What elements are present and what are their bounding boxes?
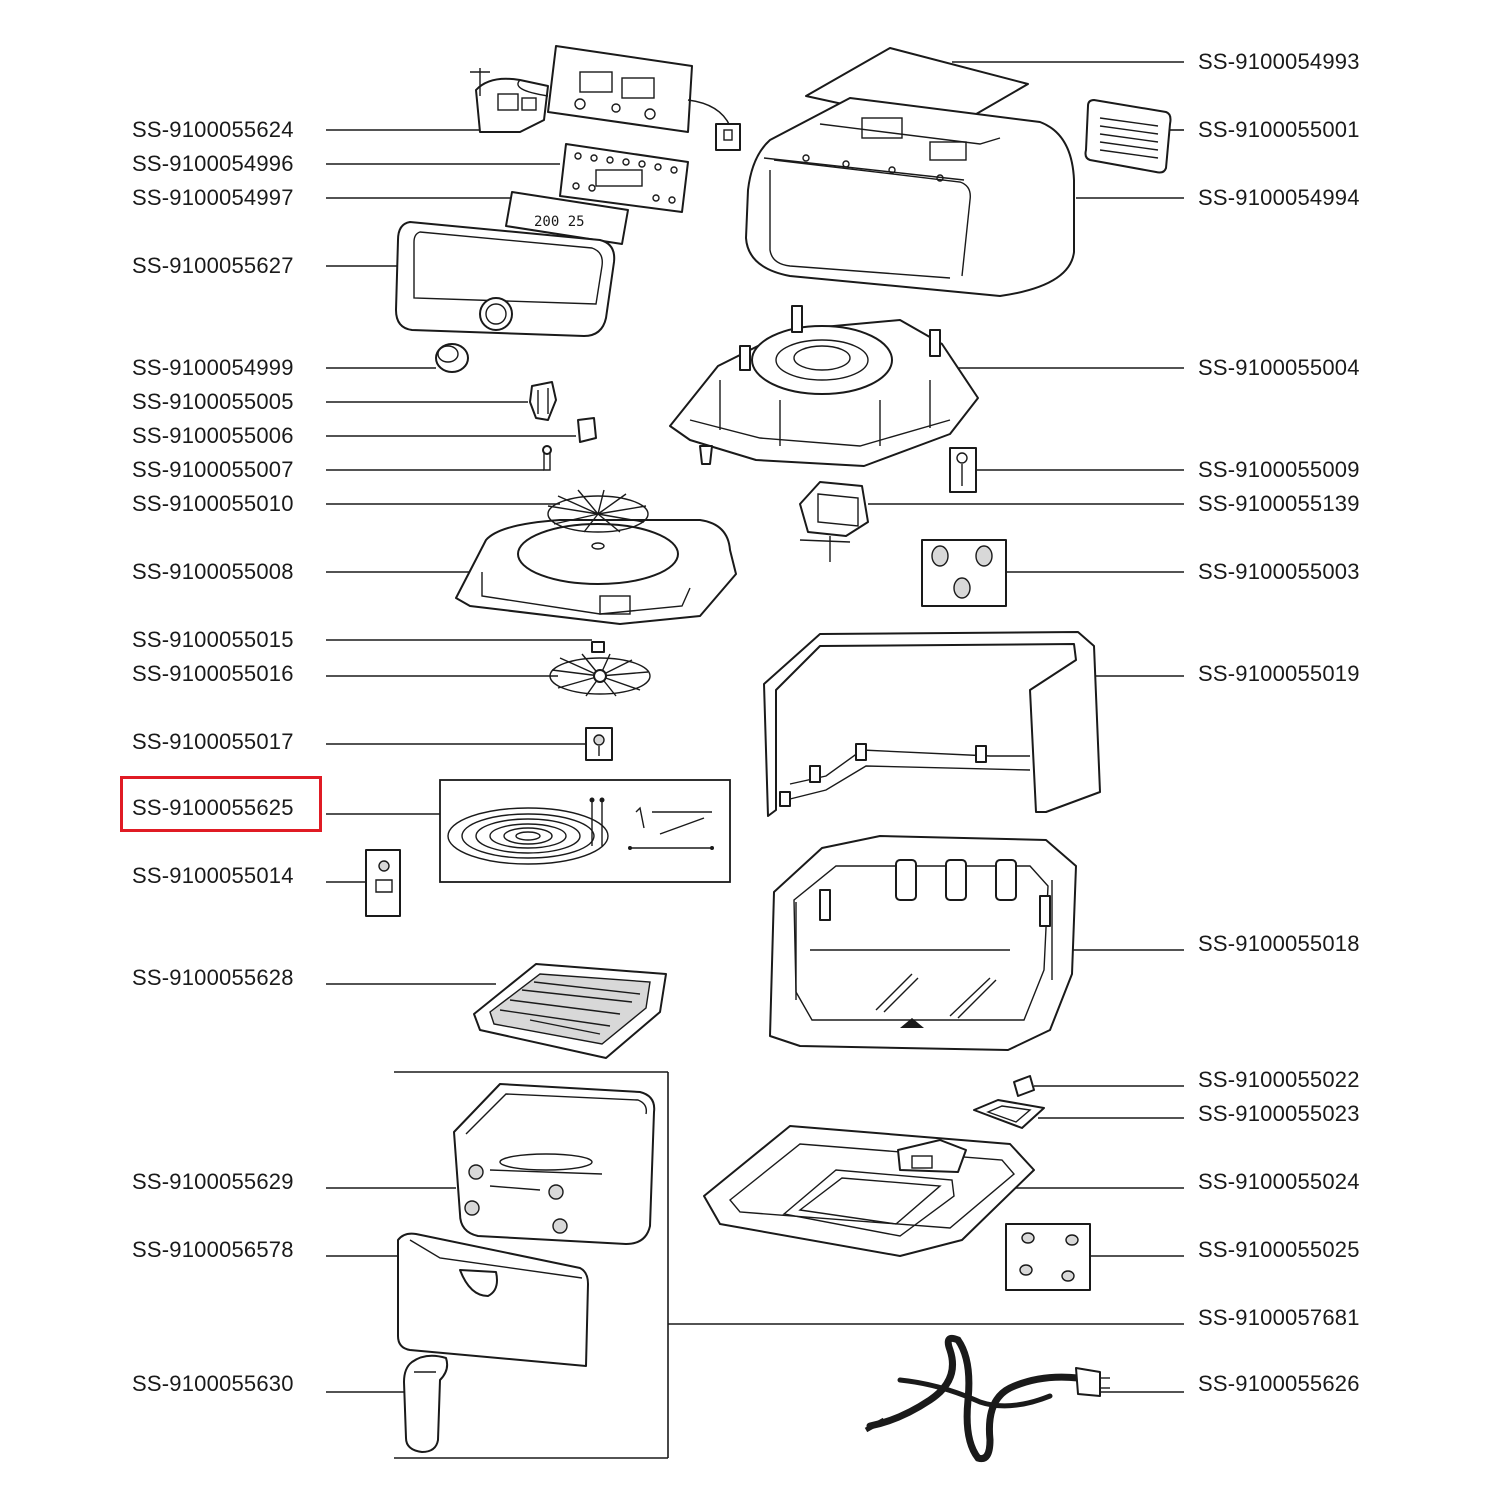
power-cord-part <box>864 1334 1110 1463</box>
lower-fan-part <box>549 653 651 697</box>
part-number-label-681: SS-9100057681 <box>1198 1305 1360 1330</box>
motor-part <box>799 481 869 562</box>
part-number-label-019: SS-9100055019 <box>1198 661 1360 686</box>
basket-part <box>453 1083 656 1245</box>
front-panel-part <box>395 221 616 337</box>
heating-element-part <box>439 779 731 883</box>
part-number-label-626: SS-9100055626 <box>1198 1371 1360 1396</box>
spring-part <box>1013 1075 1035 1097</box>
part-number-label-009: SS-9100055009 <box>1198 457 1360 482</box>
display-panel-part: 200 25 <box>505 191 629 245</box>
small-parts-left <box>529 381 597 471</box>
part-number-label-627: SS-9100055627 <box>132 253 294 278</box>
part-number-label-024: SS-9100055024 <box>1198 1169 1360 1194</box>
control-board-part <box>470 45 741 151</box>
basket-assembly-frame <box>394 1071 669 1459</box>
part-number-label-007: SS-9100055007 <box>132 457 294 482</box>
part-number-label-999: SS-9100054999 <box>132 355 294 380</box>
feet-pack-part <box>921 539 1007 607</box>
part-number-label-004: SS-9100055004 <box>1198 355 1360 380</box>
part-number-label-996: SS-9100054996 <box>132 151 294 176</box>
handle-part <box>403 1354 449 1453</box>
part-number-label-630: SS-9100055630 <box>132 1371 294 1396</box>
part-number-label-578: SS-9100056578 <box>132 1237 294 1262</box>
air-vent-part <box>1084 99 1172 174</box>
part-number-label-022: SS-9100055022 <box>1198 1067 1360 1092</box>
knob-part <box>435 343 469 373</box>
part-number-label-006: SS-9100055006 <box>132 423 294 448</box>
leader-lines-right <box>668 61 1184 1393</box>
leader-lines-left <box>326 129 592 1393</box>
sensor-packet-part <box>365 849 401 917</box>
part-number-label-017: SS-9100055017 <box>132 729 294 754</box>
heat-shield-part <box>763 631 1101 817</box>
part-number-label-994: SS-9100054994 <box>1198 185 1360 210</box>
washer-part <box>591 641 605 653</box>
basket-front-part <box>397 1232 589 1367</box>
part-number-label-018: SS-9100055018 <box>1198 931 1360 956</box>
part-number-label-629: SS-9100055629 <box>132 1169 294 1194</box>
motor-bracket-part <box>669 305 979 467</box>
part-number-label-023: SS-9100055023 <box>1198 1101 1360 1126</box>
part-number-label-010: SS-9100055010 <box>132 491 294 516</box>
part-number-label-997: SS-9100054997 <box>132 185 294 210</box>
part-number-label-003: SS-9100055003 <box>1198 559 1360 584</box>
switch-cover-part <box>973 1099 1045 1129</box>
button-board-part <box>559 143 689 213</box>
part-number-label-008: SS-9100055008 <box>132 559 294 584</box>
nut-packet-part <box>585 727 613 761</box>
part-number-label-016: SS-9100055016 <box>132 661 294 686</box>
heater-plate-part <box>455 519 737 625</box>
grill-plate-part <box>473 963 667 1059</box>
part-number-label-139: SS-9100055139 <box>1198 491 1360 516</box>
base-feet-part <box>1005 1223 1091 1291</box>
base-part <box>703 1125 1035 1257</box>
part-number-label-001: SS-9100055001 <box>1198 117 1360 142</box>
part-number-label-628: SS-9100055628 <box>132 965 294 990</box>
part-number-label-624: SS-9100055624 <box>132 117 294 142</box>
highlighted-part-box <box>120 776 322 832</box>
part-number-label-993: SS-9100054993 <box>1198 49 1360 74</box>
top-housing-part <box>745 97 1075 297</box>
svg-text:200 25: 200 25 <box>534 214 585 230</box>
screw-packet-part <box>949 447 977 493</box>
inner-housing-part <box>769 835 1077 1051</box>
part-number-label-005: SS-9100055005 <box>132 389 294 414</box>
part-number-label-014: SS-9100055014 <box>132 863 294 888</box>
part-number-label-025: SS-9100055025 <box>1198 1237 1360 1262</box>
upper-fan-part <box>547 489 649 533</box>
part-number-label-625: SS-9100055625 <box>132 795 294 820</box>
part-number-label-015: SS-9100055015 <box>132 627 294 652</box>
